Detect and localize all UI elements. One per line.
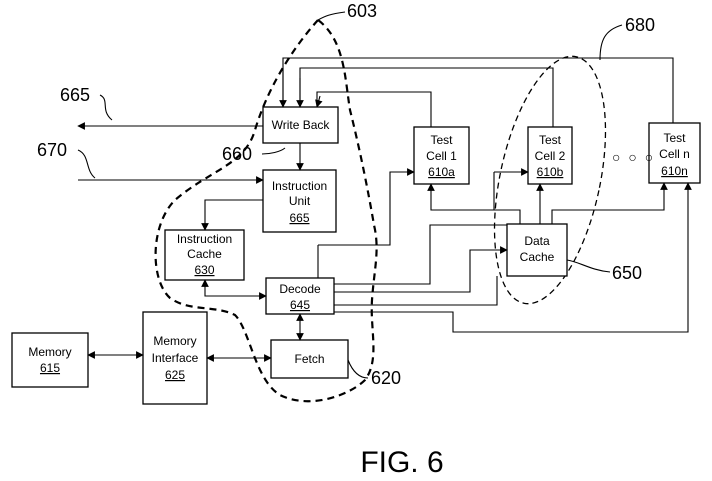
instruction-cache-ref: 630	[194, 263, 214, 277]
test-cell-2-label-1: Test	[539, 133, 562, 147]
test-cell-1-label-2: Cell 1	[426, 149, 457, 163]
callout-620: 620	[371, 368, 401, 388]
test-cell-2-block: Test Cell 2 610b	[527, 126, 573, 185]
fetch-block: Fetch	[270, 339, 349, 379]
instruction-unit-ref: 665	[289, 211, 309, 225]
decode-label: Decode	[279, 282, 321, 296]
instruction-unit-label-1: Instruction	[272, 179, 327, 193]
callout-660: 660	[222, 144, 252, 164]
test-cell-n-block: Test Cell n 610n	[648, 122, 701, 184]
test-cell-1-ref: 610a	[428, 165, 455, 179]
callout-680: 680	[625, 15, 655, 35]
decode-block: Decode 645	[265, 277, 335, 315]
test-cell-2-ref: 610b	[537, 165, 564, 179]
instruction-unit-label-2: Unit	[289, 194, 311, 208]
decode-ref: 645	[290, 298, 310, 312]
group-680-outline	[493, 55, 607, 305]
data-cache-block: Data Cache	[506, 223, 568, 277]
test-cell-2-label-2: Cell 2	[535, 149, 566, 163]
callout-603: 603	[347, 1, 377, 21]
data-cache-label-1: Data	[524, 234, 550, 248]
memory-interface-label-1: Memory	[153, 334, 196, 348]
memory-interface-label-2: Interface	[152, 351, 199, 365]
memory-block: Memory 615	[11, 332, 89, 388]
icache-decode-wire	[201, 279, 267, 300]
test-cell-n-ref: 610n	[661, 164, 688, 178]
instruction-unit-block: Instruction Unit 665	[262, 169, 337, 233]
test-cell-1-label-1: Test	[430, 133, 453, 147]
data-cache-wires	[427, 182, 668, 224]
figure-caption: FIG. 6	[360, 446, 443, 479]
test-cell-ellipsis: ○ ○ ○	[612, 149, 655, 165]
test-cell-1-block: Test Cell 1 610a	[413, 126, 470, 185]
fetch-label: Fetch	[294, 352, 324, 366]
group-603-outline	[154, 18, 378, 403]
instruction-cache-block: Instruction Cache 630	[164, 229, 245, 281]
callout-650: 650	[612, 263, 642, 283]
unit-to-icache-wire	[201, 199, 263, 231]
memory-ref: 615	[40, 361, 60, 375]
callout-665: 665	[60, 85, 90, 105]
callout-670: 670	[37, 140, 67, 160]
writeback-bus-wires	[279, 57, 674, 127]
data-cache-label-2: Cache	[520, 250, 555, 264]
memory-interface-ref: 625	[165, 368, 185, 382]
instruction-cache-label-1: Instruction	[177, 232, 232, 246]
test-cell-n-label-2: Cell n	[659, 147, 690, 161]
memory-interface-block: Memory Interface 625	[142, 311, 208, 405]
callout-leaders	[77, 11, 623, 379]
write-back-block: Write Back	[262, 106, 339, 144]
write-back-label: Write Back	[272, 118, 331, 132]
decode-dispatch-wires	[317, 168, 692, 333]
instruction-cache-label-2: Cache	[187, 247, 222, 261]
test-cell-n-label-1: Test	[663, 131, 686, 145]
memory-label: Memory	[28, 345, 71, 359]
